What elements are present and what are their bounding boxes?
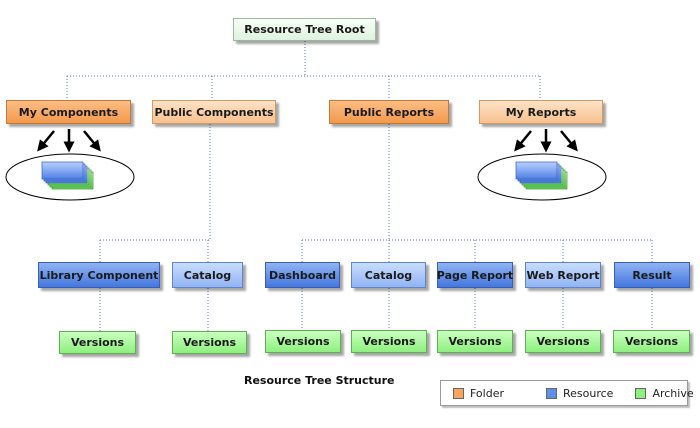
resource-dashboard: Dashboard (265, 262, 340, 288)
right-arrows-icon (514, 129, 578, 153)
versions-page-report: Versions (437, 330, 513, 353)
legend-label-archive: Archive (652, 386, 694, 400)
folder-public-components: Public Components (152, 100, 276, 124)
versions-dashboard: Versions (265, 330, 341, 353)
legend-item-folder: Folder (453, 387, 504, 400)
folder-swatch-icon (453, 387, 464, 399)
root-node: Resource Tree Root (233, 18, 376, 41)
versions-web-report: Versions (525, 330, 601, 353)
resource-page-report: Page Report (437, 262, 513, 288)
resource-library-component: Library Component (38, 262, 160, 288)
legend-item-archive: Archive (635, 386, 694, 400)
left-resource-stack-icon (5, 153, 135, 201)
versions-catalog-components: Versions (172, 331, 247, 354)
legend-label-folder: Folder (470, 386, 504, 400)
folder-my-reports: My Reports (479, 100, 603, 124)
archive-swatch-icon (635, 387, 647, 399)
versions-catalog-reports: Versions (351, 330, 427, 353)
resource-web-report: Web Report (525, 262, 601, 288)
legend: Folder Resource Archive (440, 380, 694, 406)
versions-library-component: Versions (59, 331, 136, 354)
resource-result: Result (614, 262, 690, 288)
legend-item-resource: Resource (546, 387, 613, 400)
versions-result: Versions (613, 330, 690, 353)
right-resource-stack-icon (477, 153, 607, 201)
resource-swatch-icon (546, 387, 557, 399)
folder-my-components: My Components (6, 100, 131, 124)
diagram-caption: Resource Tree Structure (244, 374, 395, 387)
resource-catalog-components: Catalog (172, 262, 243, 288)
legend-label-resource: Resource (563, 386, 614, 400)
folder-public-reports: Public Reports (329, 100, 449, 124)
left-arrows-icon (37, 129, 101, 153)
resource-catalog-reports: Catalog (351, 262, 426, 288)
